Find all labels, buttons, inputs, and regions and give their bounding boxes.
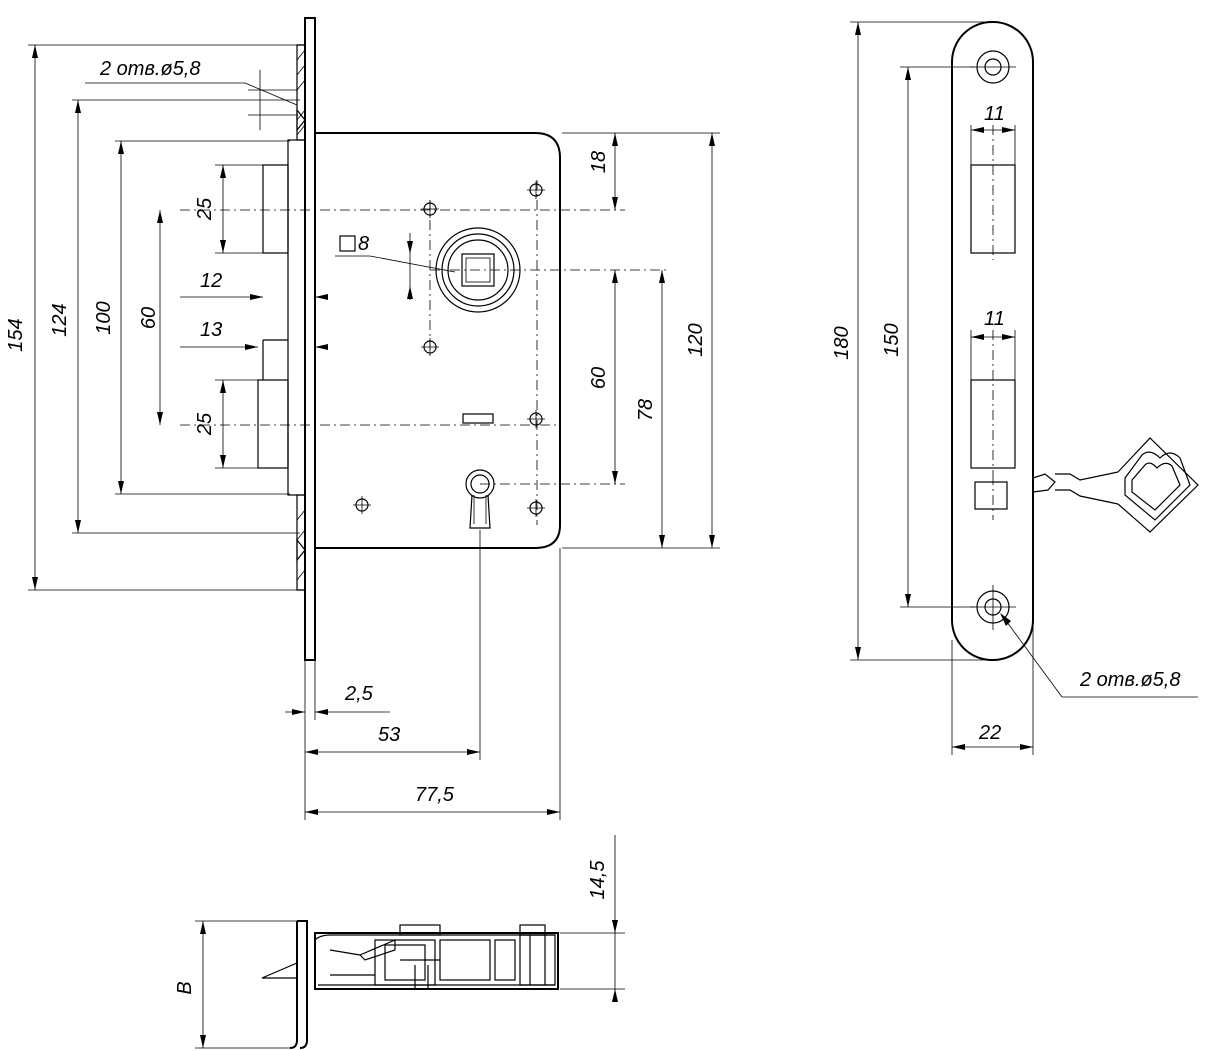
dim-b: B [174,981,196,994]
dim-12: 12 [200,270,222,292]
mounting-holes [353,181,545,517]
dim-60-left: 60 [138,307,160,329]
dim-100: 100 [93,301,115,334]
handle-follower [435,227,521,313]
faceplate [304,17,316,661]
side-view: 180 150 11 11 2 отв.ø5,8 22 [831,21,1199,755]
dim-25-bottom: 25 [194,412,216,436]
dim-18: 18 [588,151,610,173]
dim-180: 180 [831,326,853,359]
dim-22: 22 [978,722,1001,744]
dim-120: 120 [685,323,707,356]
lock-case [315,132,561,549]
dim-150: 150 [881,323,903,356]
dim-124: 124 [49,303,71,336]
dim-77-5: 77,5 [415,784,455,806]
dim-11-top: 11 [984,103,1005,125]
dim-13: 13 [200,319,222,341]
dim-sq8: 8 [358,233,369,255]
dim-25-top: 25 [194,197,216,221]
faceplate-profile [289,920,308,1049]
case-profile [314,932,559,990]
dead-bolt [257,379,289,469]
note-holes-right: 2 отв.ø5,8 [1079,669,1180,691]
dim-60-right: 60 [588,367,610,389]
dim-154: 154 [5,318,27,351]
dim-53: 53 [378,724,400,746]
faceplate-hatching [296,49,306,581]
front-view: 154 124 100 60 25 25 [5,17,720,820]
key-icon [1032,437,1199,533]
dim-78: 78 [635,399,657,421]
square-symbol [339,235,356,252]
dim-11-mid: 11 [984,308,1005,330]
cylinder-square [974,481,1008,510]
dim-2-5: 2,5 [344,683,374,705]
slot [462,413,494,424]
keyhole [465,469,495,529]
dim-14-5: 14,5 [587,860,609,900]
latch-bolt [262,164,289,254]
faceplate-side [951,21,1034,661]
bottom-view: 14,5 B [174,835,625,1049]
note-holes-left: 2 отв.ø5,8 [99,58,200,80]
